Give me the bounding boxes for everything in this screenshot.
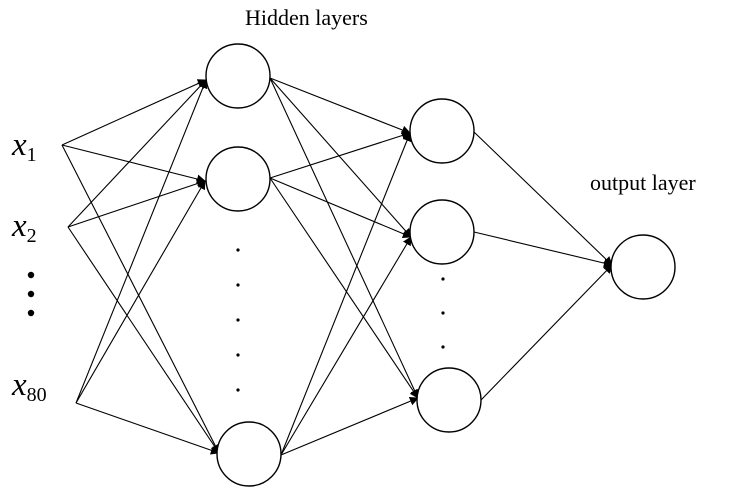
input-label-x2: x2 bbox=[11, 208, 37, 247]
hidden-layer-1 bbox=[205, 43, 282, 487]
hidden1-node-2 bbox=[205, 146, 271, 212]
edges-input-to-hidden1 bbox=[61, 79, 220, 455]
hidden2-node-2 bbox=[409, 199, 475, 265]
hidden2-node-n bbox=[416, 367, 482, 433]
hidden2-ellipsis bbox=[441, 277, 445, 349]
output-node bbox=[610, 234, 676, 300]
input-ellipsis bbox=[27, 271, 35, 317]
hidden-layers-title: Hidden layers bbox=[245, 5, 368, 30]
hidden1-node-n bbox=[216, 421, 282, 487]
input-label-x1: x1 bbox=[11, 127, 37, 166]
hidden1-ellipsis bbox=[236, 248, 240, 392]
hidden1-node-1 bbox=[205, 43, 271, 109]
input-label-x80: x80 bbox=[11, 367, 47, 406]
edges-hidden1-to-hidden2 bbox=[269, 77, 419, 456]
edges-hidden2-to-output bbox=[473, 131, 613, 401]
output-layer-label: output layer bbox=[590, 170, 696, 195]
hidden2-node-1 bbox=[409, 98, 475, 164]
hidden-layer-2 bbox=[409, 98, 482, 433]
